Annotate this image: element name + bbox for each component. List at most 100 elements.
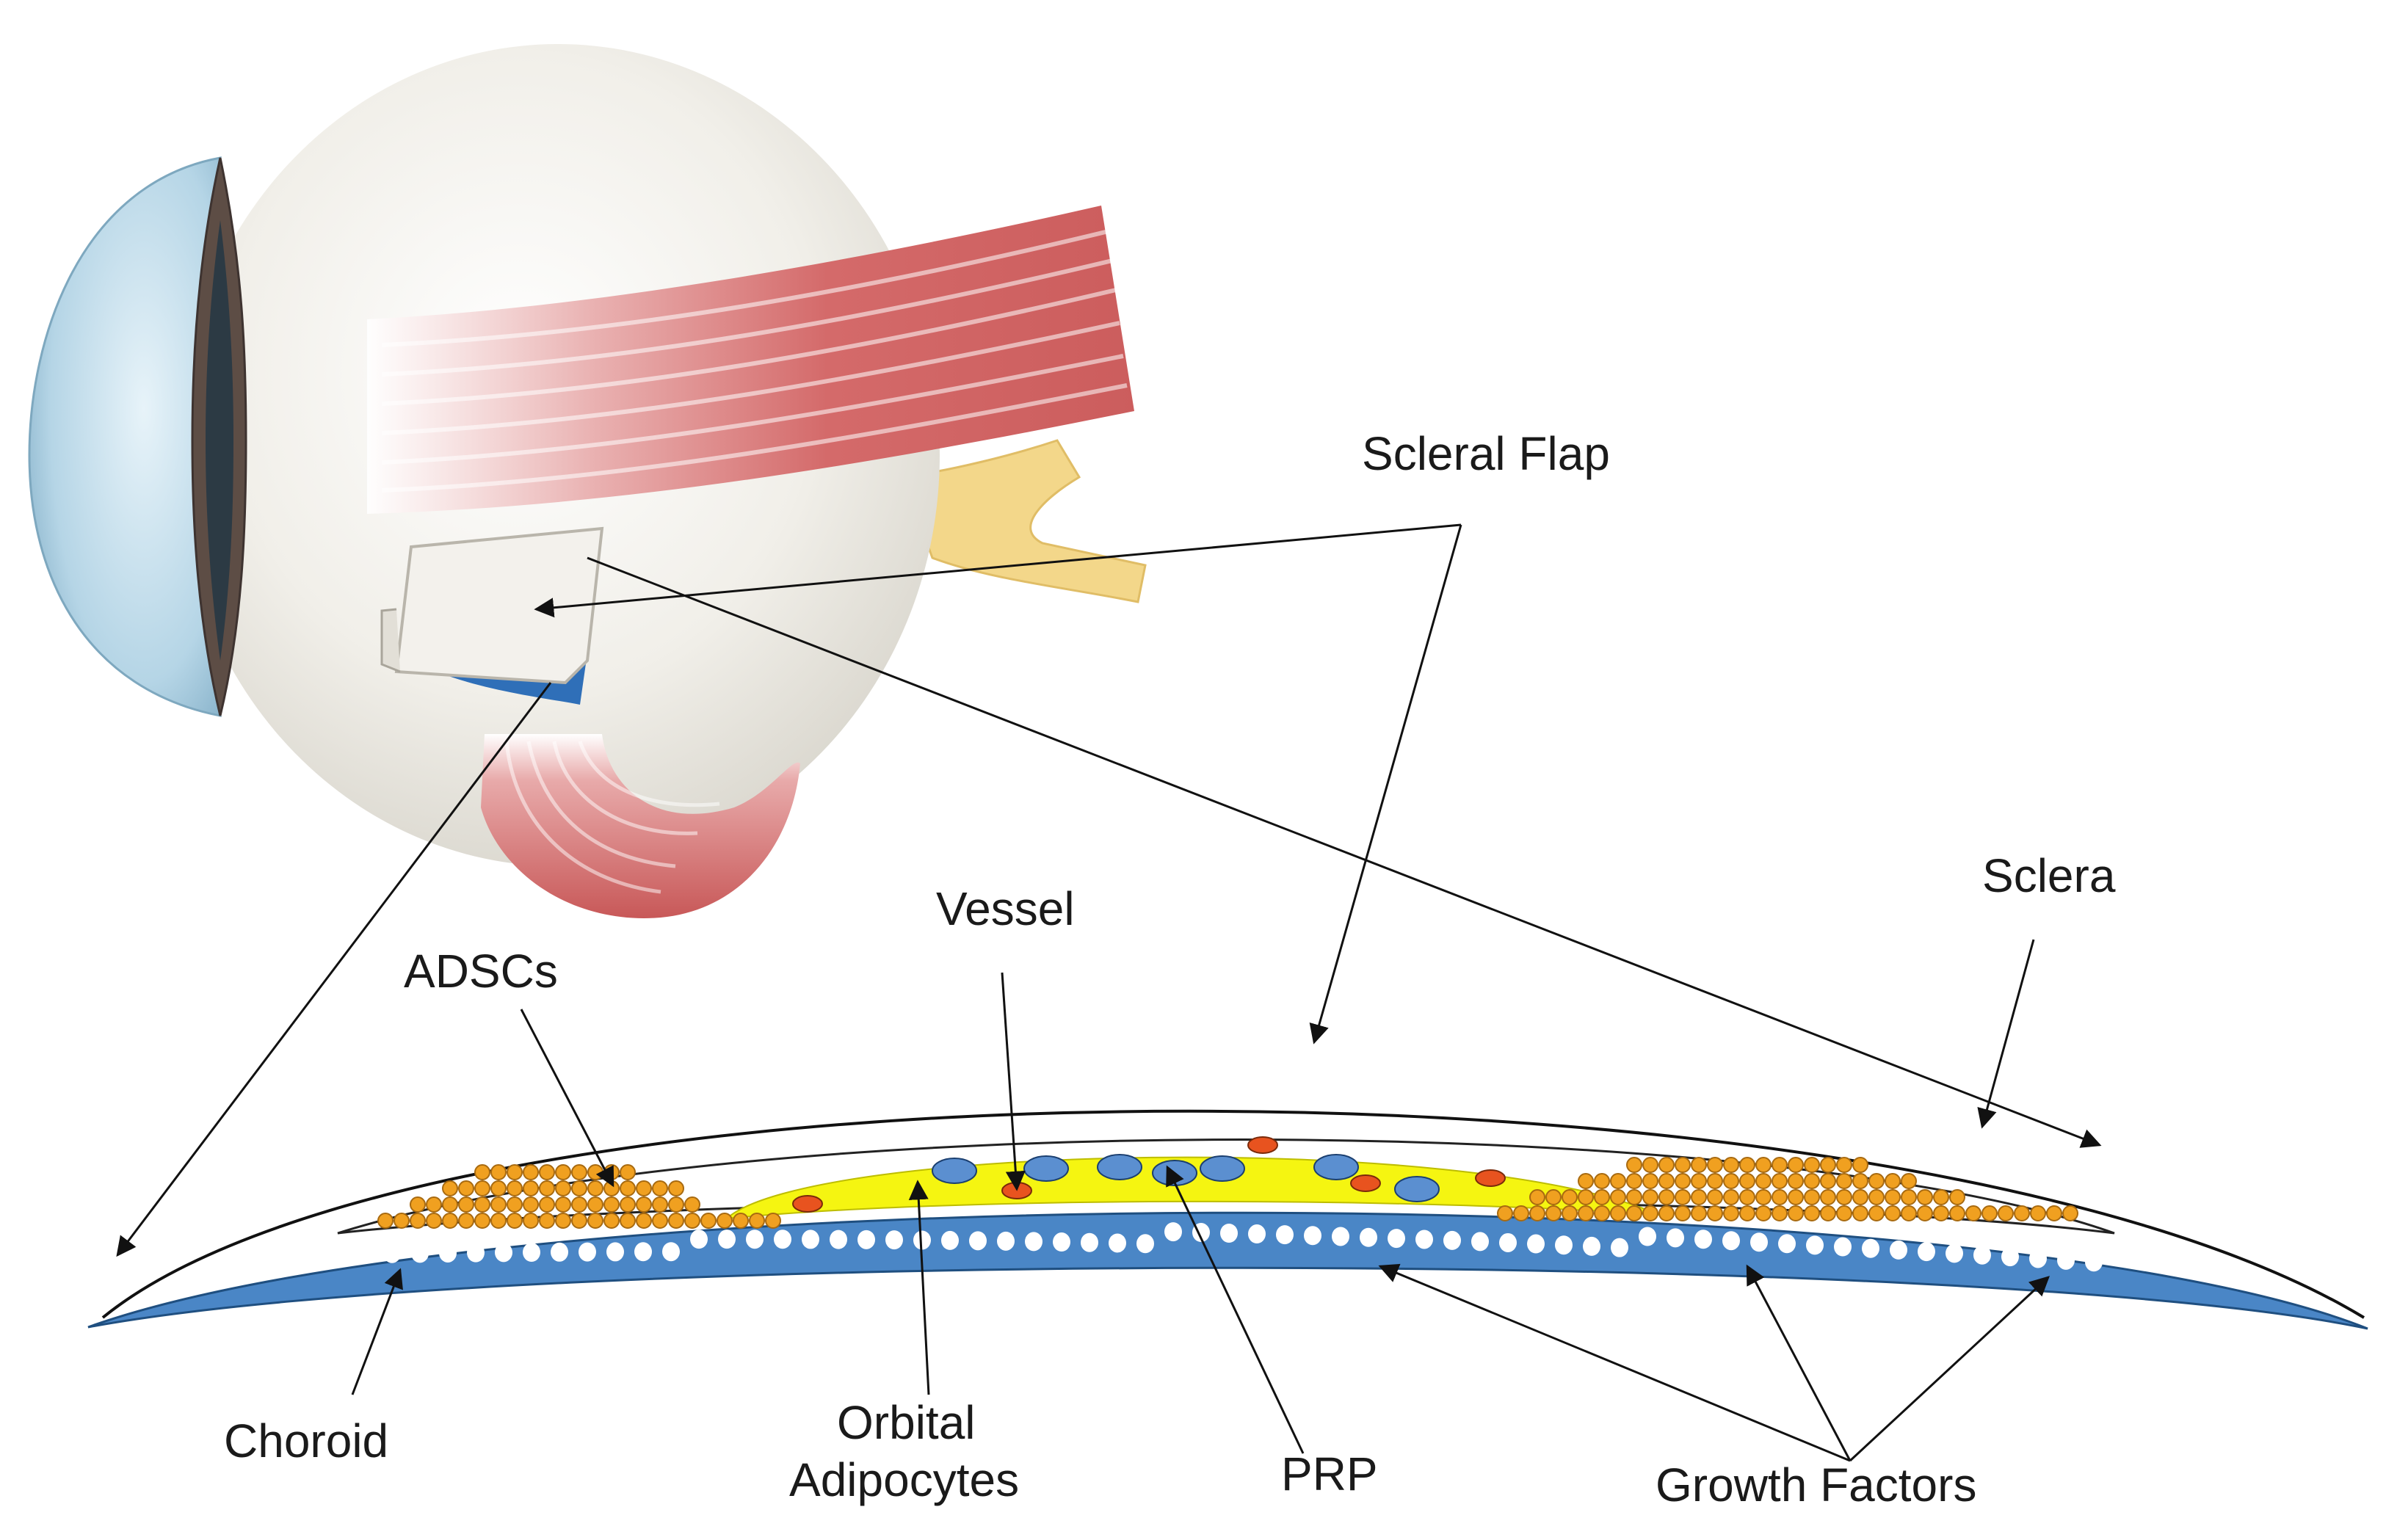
arrow-gf-2 xyxy=(1746,1264,1852,1461)
adsc-cell xyxy=(1820,1189,1836,1205)
adsc-cell xyxy=(1578,1173,1594,1189)
adsc-cell xyxy=(1933,1189,1949,1205)
adsc-cell xyxy=(539,1213,555,1229)
growth-factor-dot xyxy=(1667,1228,1684,1248)
adsc-cell xyxy=(1562,1189,1578,1205)
adsc-cell xyxy=(1545,1189,1562,1205)
adsc-cell xyxy=(587,1196,603,1213)
adsc-cell xyxy=(1901,1189,1917,1205)
growth-factor-dot xyxy=(2057,1250,2075,1270)
growth-factor-dot xyxy=(634,1242,652,1262)
adsc-cell xyxy=(1772,1173,1788,1189)
adsc-cell xyxy=(1723,1205,1739,1221)
adsc-cell xyxy=(1626,1157,1642,1173)
red-blood-cell xyxy=(792,1195,823,1213)
adsc-cell xyxy=(1755,1205,1772,1221)
growth-factor-dot xyxy=(1025,1232,1042,1252)
arrow-prp xyxy=(1166,1165,1305,1454)
blood-vessel-cell xyxy=(1313,1154,1359,1180)
growth-factor-dot xyxy=(857,1230,875,1249)
growth-factor-dot xyxy=(718,1230,736,1249)
adsc-cell xyxy=(1691,1157,1707,1173)
blood-vessel-cell xyxy=(1097,1154,1142,1180)
red-blood-cell xyxy=(1475,1169,1506,1187)
adsc-cell xyxy=(555,1196,571,1213)
growth-factor-dot xyxy=(2029,1249,2047,1268)
arrow-eye-to-left xyxy=(116,682,552,1257)
growth-factor-dot xyxy=(830,1230,847,1249)
adsc-cell xyxy=(1642,1189,1658,1205)
growth-factor-dot xyxy=(1360,1227,1377,1247)
adsc-cell xyxy=(507,1180,523,1196)
lower-muscle xyxy=(481,734,800,918)
adsc-cell xyxy=(717,1213,733,1229)
arrow-choroid xyxy=(351,1268,403,1395)
arrow-flap-to-section xyxy=(1309,524,1462,1045)
growth-factor-dot xyxy=(1778,1234,1796,1254)
growth-factor-dot xyxy=(355,1244,373,1264)
adsc-cell xyxy=(377,1213,394,1229)
growth-factor-dot xyxy=(913,1230,931,1250)
growth-factor-dot xyxy=(439,1243,457,1263)
growth-factor-dot xyxy=(1946,1243,1963,1263)
adsc-cell xyxy=(1836,1189,1852,1205)
growth-factor-dot xyxy=(1918,1242,1935,1262)
adsc-cell xyxy=(523,1180,539,1196)
adsc-cell xyxy=(523,1196,539,1213)
adsc-cell xyxy=(1707,1157,1723,1173)
adsc-cell xyxy=(1562,1205,1578,1221)
adsc-cell xyxy=(2030,1205,2046,1221)
arrow-vessel xyxy=(1001,972,1026,1191)
growth-factor-dot xyxy=(300,1245,317,1265)
adsc-cell xyxy=(1917,1205,1933,1221)
adsc-cell xyxy=(426,1196,442,1213)
arrow-gf-3 xyxy=(1849,1276,2050,1462)
eyeball-illustration xyxy=(28,44,1147,918)
adsc-cell xyxy=(1788,1157,1804,1173)
adsc-cell xyxy=(1707,1173,1723,1189)
growth-factor-dot xyxy=(1694,1230,1712,1249)
growth-factor-dot xyxy=(2001,1247,2019,1267)
arrow-sclera xyxy=(1977,939,2035,1129)
tendon-shape xyxy=(901,439,1147,603)
adsc-cell xyxy=(442,1213,458,1229)
adsc-cell xyxy=(458,1213,474,1229)
adsc-cell xyxy=(490,1213,507,1229)
growth-factor-dot xyxy=(1834,1237,1852,1257)
adsc-cell xyxy=(571,1180,587,1196)
adsc-cell xyxy=(571,1213,587,1229)
adsc-cell xyxy=(1691,1189,1707,1205)
adsc-cell xyxy=(636,1180,652,1196)
adsc-cell xyxy=(1642,1157,1658,1173)
pupil xyxy=(206,220,233,661)
adsc-cell xyxy=(442,1180,458,1196)
blood-vessel-cell xyxy=(1023,1155,1069,1182)
vessel-cluster xyxy=(792,1136,1506,1213)
adsc-cell xyxy=(1578,1189,1594,1205)
adsc-cell xyxy=(2014,1205,2030,1221)
adsc-cell xyxy=(1836,1173,1852,1189)
growth-factor-dots xyxy=(300,1222,2103,1272)
adsc-cell xyxy=(1723,1173,1739,1189)
adsc-cell xyxy=(410,1196,426,1213)
adsc-cell xyxy=(1804,1157,1820,1173)
red-blood-cell xyxy=(1350,1174,1381,1192)
growth-factor-dot xyxy=(802,1230,819,1249)
growth-factor-dot xyxy=(1109,1233,1126,1253)
adsc-cell xyxy=(1885,1205,1901,1221)
adsc-cell xyxy=(1723,1189,1739,1205)
adsc-cell xyxy=(1626,1173,1642,1189)
adsc-cell xyxy=(652,1180,668,1196)
adsc-cell xyxy=(1755,1173,1772,1189)
adsc-cell xyxy=(1658,1205,1675,1221)
adsc-cell xyxy=(684,1213,700,1229)
arrow-eye-to-right xyxy=(587,556,2102,1148)
growth-factor-dot xyxy=(997,1231,1015,1251)
adsc-cell xyxy=(1739,1205,1755,1221)
adsc-cell xyxy=(1788,1189,1804,1205)
growth-factor-dot xyxy=(1220,1224,1238,1243)
growth-factor-dot xyxy=(690,1230,708,1249)
growth-factor-dot xyxy=(1611,1238,1628,1257)
adsc-cell xyxy=(1852,1173,1868,1189)
adsc-cell xyxy=(458,1196,474,1213)
